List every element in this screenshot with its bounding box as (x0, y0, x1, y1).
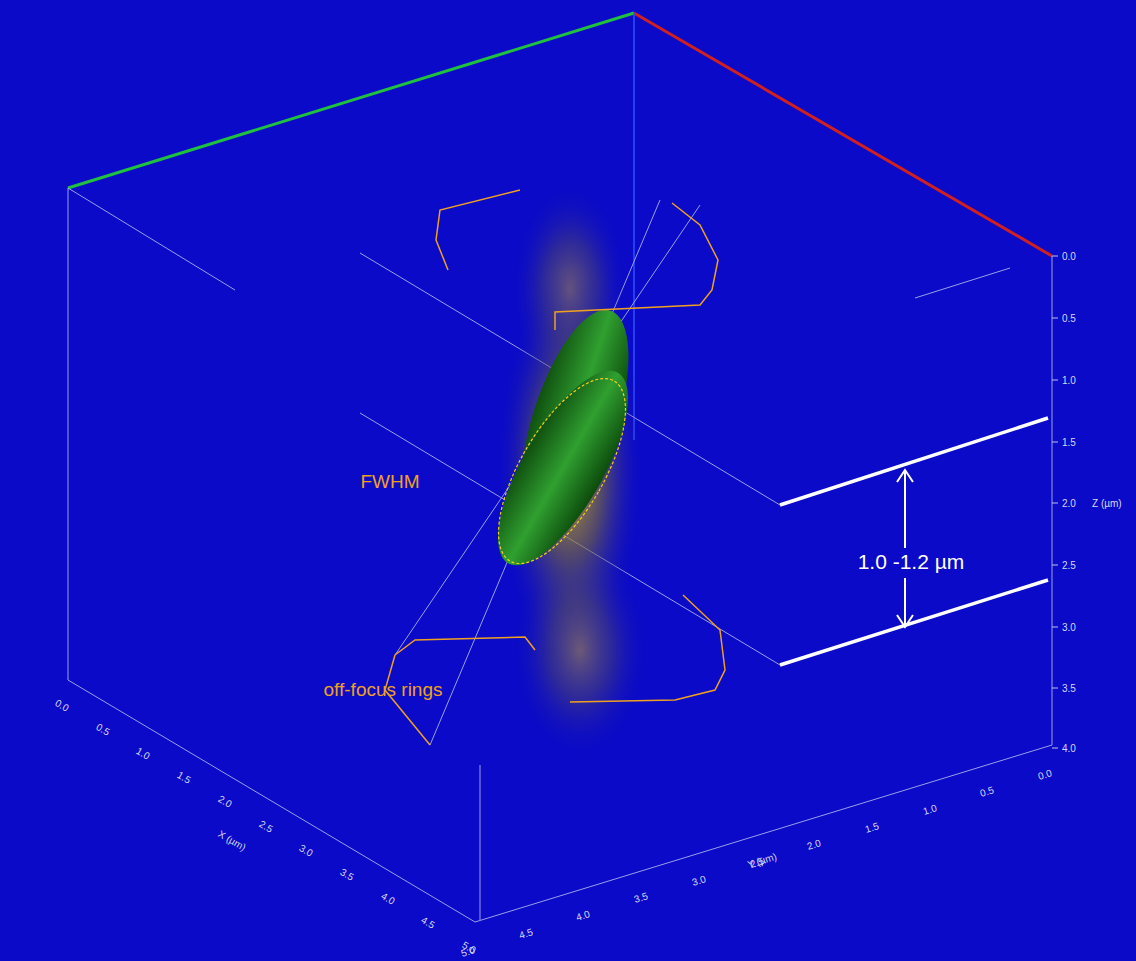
y-tick-label: 3.0 (691, 873, 708, 888)
x-tick-label: 4.5 (420, 915, 438, 931)
y-tick-label: 4.5 (517, 926, 534, 941)
y-tick-label: 0.0 (1037, 767, 1054, 782)
x-tick-label: 1.5 (175, 769, 193, 785)
x-tick-label: 0.5 (94, 721, 112, 737)
y-tick-label: 0.5 (979, 784, 996, 799)
callout-label: off-focus rings (324, 679, 443, 701)
axis-title: Z (µm) (1092, 498, 1122, 509)
y-tick-label: 1.5 (864, 820, 881, 835)
x-edge (68, 13, 634, 188)
y-edge (634, 13, 1052, 256)
axis-title: Y (µm) (746, 850, 778, 869)
axis-title: X (µm) (216, 828, 248, 853)
y-tick-label: 2.0 (806, 838, 823, 853)
z-tick-label: 2.5 (1062, 560, 1076, 571)
callout-label: FWHM (360, 471, 419, 493)
z-tick-label: 1.5 (1062, 437, 1076, 448)
y-tick-label: 4.0 (575, 908, 592, 923)
x-tick-label: 2.0 (216, 794, 234, 810)
x-tick-label: 4.0 (379, 890, 397, 906)
x-tick-label: 3.0 (297, 842, 315, 858)
x-tick-label: 3.5 (338, 866, 356, 882)
y-tick-label: 1.0 (921, 802, 938, 817)
z-tick-label: 2.0 (1062, 498, 1076, 509)
z-tick-label: 4.0 (1062, 743, 1076, 754)
off-focus-rings (385, 190, 725, 745)
dimension-label: 1.0 -1.2 µm (856, 550, 967, 574)
z-tick-label: 0.0 (1062, 251, 1076, 262)
z-tick-label: 3.5 (1062, 683, 1076, 694)
psf-lobe (473, 353, 652, 584)
x-tick-label: 0.0 (53, 697, 71, 713)
y-tick-label: 3.5 (633, 891, 650, 906)
x-tick-label: 2.5 (257, 818, 275, 834)
z-tick-label: 1.0 (1062, 375, 1076, 386)
z-tick-label: 3.0 (1062, 622, 1076, 633)
z-tick-label: 0.5 (1062, 313, 1076, 324)
fwhm-outline (474, 360, 651, 582)
x-tick-label: 1.0 (135, 745, 153, 761)
